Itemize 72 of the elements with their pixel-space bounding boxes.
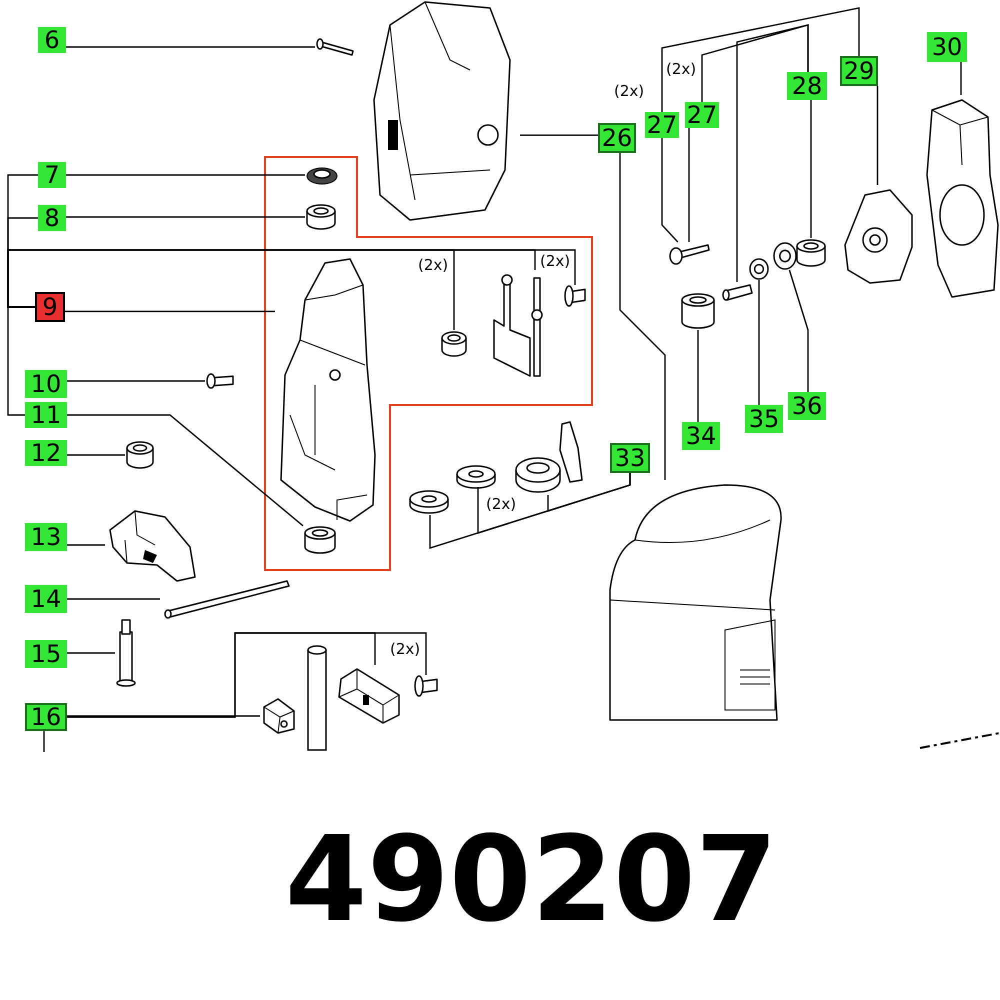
callout-number: 36 [788, 392, 826, 420]
leader-line [67, 454, 125, 456]
screw-drawing [563, 285, 587, 307]
callout-number: 16 [25, 703, 67, 731]
callout-number: 12 [25, 440, 67, 466]
quantity-label: (2x) [390, 642, 420, 657]
callout-number: 28 [787, 72, 827, 100]
leader-line [960, 62, 962, 95]
leader-line [7, 217, 38, 308]
leader-line [661, 7, 860, 112]
leader-line [67, 715, 260, 717]
leader-line [67, 544, 105, 546]
leader-line [43, 731, 45, 752]
callout-number: 29 [840, 56, 878, 86]
leader-line [810, 100, 812, 238]
leader-line [67, 652, 115, 654]
leader-line [67, 414, 304, 526]
bushing-drawing [305, 203, 337, 231]
leader-line [66, 216, 305, 218]
bushing-drawing [680, 292, 716, 330]
leader-line [661, 138, 678, 242]
quantity-label: (2x) [486, 497, 516, 512]
leader-line [67, 380, 205, 382]
callout-number: 35 [745, 405, 783, 433]
quantity-label: (2x) [666, 62, 696, 77]
callout-number: 27 [685, 102, 719, 128]
callout-number: 13 [25, 523, 67, 551]
quantity-label: (2x) [418, 258, 448, 273]
leader-line [619, 153, 666, 480]
callout-number: 30 [927, 32, 967, 62]
screw-drawing [205, 373, 235, 389]
leader-line [520, 134, 598, 136]
seal-ring-drawing [305, 165, 339, 185]
bolt-drawing [315, 36, 355, 58]
leader-line [688, 128, 690, 242]
leader-line [67, 598, 160, 600]
bushing-drawing [795, 238, 827, 268]
leader-line [547, 473, 631, 512]
callout-number: 33 [610, 443, 650, 473]
screw-drawing [668, 242, 710, 266]
leader-line [7, 306, 35, 416]
clip-drawing [125, 440, 155, 470]
part-number: 490207 [285, 820, 778, 938]
pin-drawing [720, 282, 754, 302]
callout-number: 9 [35, 292, 65, 322]
quantity-label: (2x) [540, 254, 570, 269]
leader-line [697, 330, 699, 422]
callout-number: 6 [38, 27, 66, 53]
quantity-label: (2x) [614, 84, 644, 99]
callout-number: 27 [645, 112, 679, 138]
leader-line [736, 24, 809, 282]
callout-number: 14 [25, 585, 67, 613]
callout-number: 26 [598, 123, 636, 153]
leader-line [701, 24, 809, 102]
callout-number: 8 [38, 205, 66, 231]
callout-number: 11 [25, 402, 67, 428]
leader-line [758, 280, 760, 405]
bushing-drawing [440, 330, 468, 358]
leader-line [788, 270, 809, 392]
bushing-drawing [303, 525, 337, 555]
screw-drawing [413, 675, 439, 697]
callout-number: 15 [25, 640, 67, 668]
washer-drawing [748, 258, 770, 280]
leader-line [876, 86, 878, 185]
pin-drawing [115, 618, 137, 688]
leader-line [66, 46, 315, 48]
leader-line [66, 174, 305, 176]
callout-number: 34 [682, 422, 720, 450]
washer-drawing [772, 242, 798, 270]
callout-number: 7 [38, 162, 66, 188]
leader-line [65, 310, 275, 312]
callout-number: 10 [25, 370, 67, 398]
